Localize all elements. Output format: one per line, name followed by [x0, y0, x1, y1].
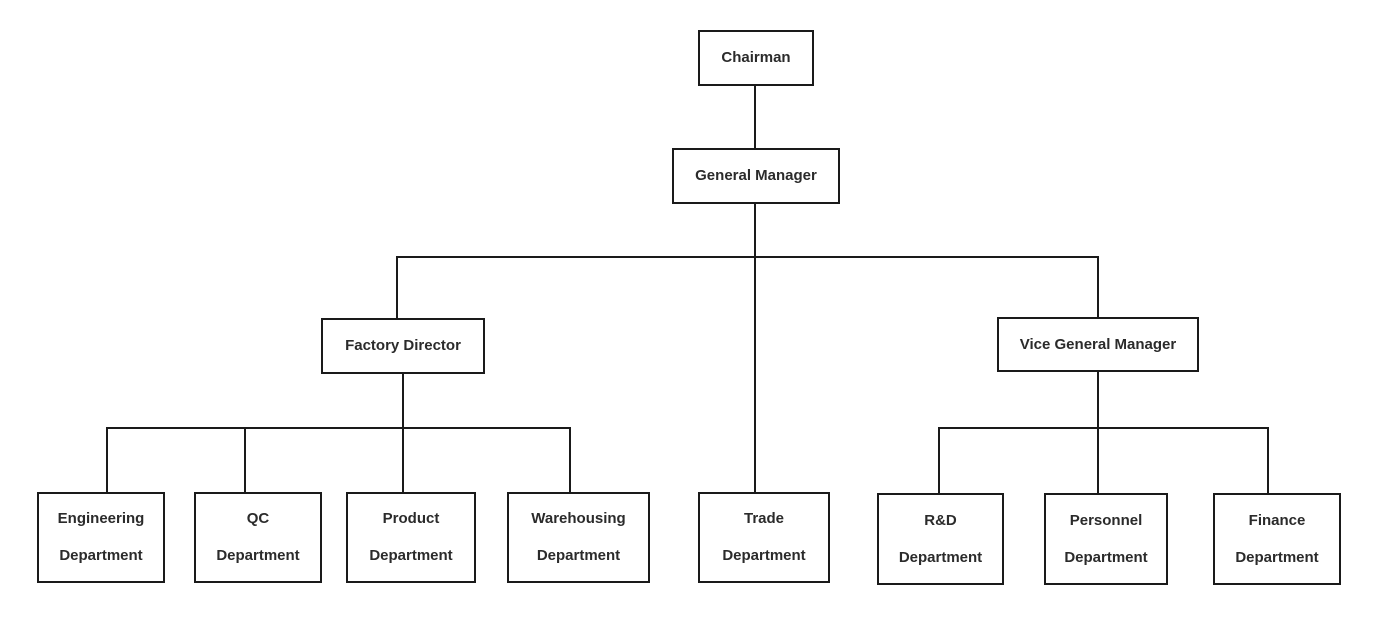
edge-factory-director-to-product: [402, 373, 404, 493]
edge-to-rnd: [938, 427, 940, 493]
node-rnd-line1: R&D: [924, 511, 957, 529]
node-rnd-department: R&D Department: [877, 493, 1004, 585]
node-general-manager: General Manager: [672, 148, 840, 204]
node-vice-general-manager: Vice General Manager: [997, 317, 1199, 372]
edge-general-manager-to-trade: [754, 203, 756, 493]
node-qc-line1: QC: [246, 510, 270, 527]
node-engineering-line2: Department: [59, 547, 143, 564]
node-personnel-line1: Personnel: [1069, 511, 1143, 529]
node-product-line2: Department: [369, 547, 453, 564]
edge-left-connector-horizontal: [106, 427, 571, 429]
edge-branch-top-horizontal: [396, 256, 1099, 258]
node-chairman-label: Chairman: [721, 49, 791, 66]
node-trade-line2: Department: [722, 547, 806, 564]
node-trade-line1: Trade: [743, 510, 785, 527]
node-trade-department: Trade Department: [698, 492, 830, 583]
edge-to-qc: [244, 427, 246, 493]
edge-to-engineering: [106, 427, 108, 493]
edge-chairman-to-general-manager: [754, 85, 756, 149]
node-engineering-line1: Engineering: [57, 510, 145, 527]
node-rnd-line2: Department: [898, 548, 983, 566]
node-warehousing-department: Warehousing Department: [507, 492, 650, 583]
node-chairman: Chairman: [698, 30, 814, 86]
node-warehousing-line1: Warehousing: [531, 510, 626, 527]
node-personnel-department: Personnel Department: [1044, 493, 1168, 585]
node-factory-director: Factory Director: [321, 318, 485, 374]
node-factory-director-label: Factory Director: [345, 337, 461, 354]
node-product-department: Product Department: [346, 492, 476, 583]
edge-branch-to-vice-general-manager: [1097, 256, 1099, 317]
node-engineering-department: Engineering Department: [37, 492, 165, 583]
node-warehousing-line2: Department: [536, 547, 621, 564]
edge-to-warehousing: [569, 427, 571, 493]
node-product-line1: Product: [382, 510, 440, 527]
node-finance-department: Finance Department: [1213, 493, 1341, 585]
edge-to-finance: [1267, 427, 1269, 493]
node-qc-line2: Department: [216, 547, 300, 564]
node-vice-general-manager-label: Vice General Manager: [1019, 335, 1177, 353]
edge-branch-to-factory-director: [396, 256, 398, 318]
node-finance-line1: Finance: [1248, 511, 1306, 529]
node-finance-line2: Department: [1235, 548, 1319, 566]
node-qc-department: QC Department: [194, 492, 322, 583]
node-personnel-line2: Department: [1064, 548, 1148, 566]
node-general-manager-label: General Manager: [695, 167, 817, 184]
edge-right-connector-horizontal: [938, 427, 1269, 429]
edge-vice-general-manager-to-personnel: [1097, 371, 1099, 493]
